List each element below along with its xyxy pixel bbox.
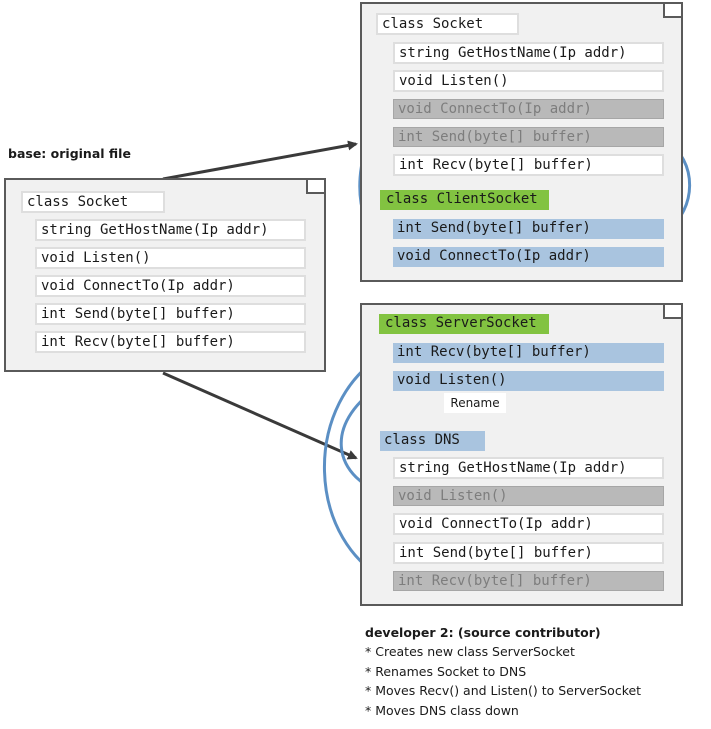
bottom-member: int Send(byte[] buffer) <box>393 542 664 564</box>
top-member-removed: int Send(byte[] buffer) <box>393 127 664 147</box>
page-fold-icon <box>663 305 681 319</box>
page-fold-icon <box>306 180 324 194</box>
top-member: int Recv(byte[] buffer) <box>393 154 664 176</box>
dev-note: * Moves Recv() and Listen() to ServerSoc… <box>365 683 642 698</box>
dev-note: * Renames Socket to DNS <box>365 664 527 679</box>
base-member: void Listen() <box>35 247 306 269</box>
top-new-member: void ConnectTo(Ip addr) <box>393 247 664 267</box>
top-member: string GetHostName(Ip addr) <box>393 42 664 64</box>
top-new-class-header: class ClientSocket <box>380 190 549 210</box>
base-member: int Send(byte[] buffer) <box>35 303 306 325</box>
top-member-removed: void ConnectTo(Ip addr) <box>393 99 664 119</box>
bottom-new-class-header: class ServerSocket <box>379 314 549 334</box>
base-member: string GetHostName(Ip addr) <box>35 219 306 241</box>
bottom-member-removed: int Recv(byte[] buffer) <box>393 571 664 591</box>
dev-title: developer 2: (source contributor) <box>365 625 601 640</box>
bottom-renamed-class-header: class DNS <box>380 431 485 451</box>
bottom-new-member: int Recv(byte[] buffer) <box>393 343 664 363</box>
base-member: void ConnectTo(Ip addr) <box>35 275 306 297</box>
top-member: void Listen() <box>393 70 664 92</box>
rename-label: Rename <box>444 393 506 413</box>
bottom-new-member: void Listen() <box>393 371 664 391</box>
base-label: base: original file <box>8 146 131 161</box>
page-fold-icon <box>663 4 681 18</box>
bottom-member: string GetHostName(Ip addr) <box>393 457 664 479</box>
top-class-header: class Socket <box>376 13 519 35</box>
bottom-member-removed: void Listen() <box>393 486 664 506</box>
base-member: int Recv(byte[] buffer) <box>35 331 306 353</box>
dev-note: * Moves DNS class down <box>365 703 519 718</box>
dev-note: * Creates new class ServerSocket <box>365 644 575 659</box>
top-new-member: int Send(byte[] buffer) <box>393 219 664 239</box>
connector-base-to-top <box>162 140 358 181</box>
bottom-member: void ConnectTo(Ip addr) <box>393 513 664 535</box>
base-class-header: class Socket <box>21 191 165 213</box>
connector-base-to-bottom <box>162 371 358 460</box>
